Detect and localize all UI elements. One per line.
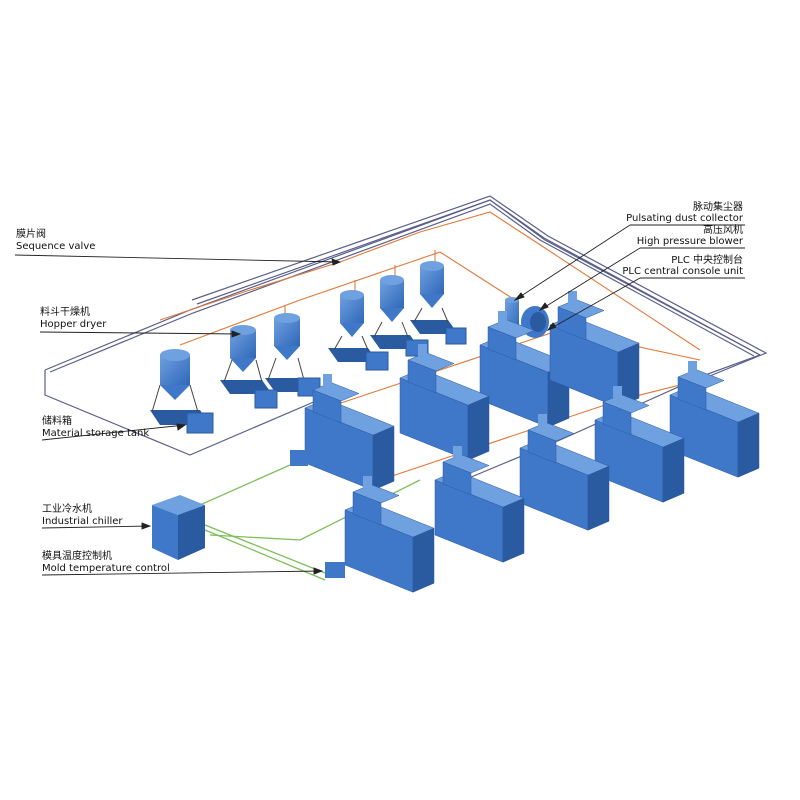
pulsating-dust-collector-cn-label: 脉动集尘器 xyxy=(693,202,743,213)
machine-hopper xyxy=(418,344,427,358)
storage-tank xyxy=(445,327,467,345)
hopper-dryer xyxy=(410,261,458,334)
injection-molding-machine xyxy=(399,344,490,461)
high-pressure-blower-en-label: High pressure blower xyxy=(636,236,743,247)
leader-lines xyxy=(14,224,745,576)
injection-molding-machine xyxy=(519,414,610,531)
hopper-dryer-en-label: Hopper dryer xyxy=(40,319,107,330)
pulsating-dust-collector-en-label: Pulsating dust collector xyxy=(626,213,743,224)
injection-molding-machine xyxy=(669,361,760,478)
industrial-chiller-cn-label: 工业冷水机 xyxy=(42,504,92,515)
mold-temperature-controller xyxy=(290,450,345,578)
machine-hopper xyxy=(538,414,547,428)
injection-molding-machine xyxy=(434,446,525,563)
injection-molding-machines xyxy=(304,291,760,593)
material-storage-tank-cn-label: 储料箱 xyxy=(42,416,72,427)
machine-hopper xyxy=(363,476,372,490)
injection-molding-machine xyxy=(344,476,435,593)
injection-molding-machine xyxy=(304,374,395,491)
storage-tanks xyxy=(186,327,467,434)
machine-hopper xyxy=(323,374,332,388)
sequence-valve-cn-label: 膜片阀 xyxy=(16,229,46,240)
injection-molding-machine xyxy=(594,386,685,503)
sequence-valve-en-label: Sequence valve xyxy=(16,241,96,252)
mold-temperature-control-cn-label: 模具温度控制机 xyxy=(42,551,112,562)
plc-console-en-label: PLC central console unit xyxy=(622,266,743,277)
mold-temperature-control-en-label: Mold temperature control xyxy=(42,563,170,574)
storage-tank xyxy=(186,412,214,434)
machine-hopper xyxy=(453,446,462,460)
plc-console-cn-label: PLC 中央控制台 xyxy=(671,255,743,266)
hopper-dryer xyxy=(328,290,378,362)
industrial-chiller xyxy=(152,495,205,560)
storage-tank xyxy=(254,389,278,409)
hopper-dryer-cn-label: 料斗干燥机 xyxy=(40,307,90,318)
hopper-dryer xyxy=(220,325,272,394)
machine-hopper xyxy=(568,291,577,305)
machine-hopper xyxy=(613,386,622,400)
machine-hopper xyxy=(498,311,507,325)
material-storage-tank-en-label: Material storage tank xyxy=(42,428,150,439)
industrial-chiller-en-label: Industrial chiller xyxy=(42,516,123,527)
injection-molding-machine xyxy=(479,311,570,428)
hopper-dryers xyxy=(150,261,458,425)
machine-hopper xyxy=(688,361,697,375)
high-pressure-blower-cn-label: 高压风机 xyxy=(703,225,743,236)
hopper-dryer xyxy=(370,275,420,349)
storage-tank xyxy=(365,351,389,371)
